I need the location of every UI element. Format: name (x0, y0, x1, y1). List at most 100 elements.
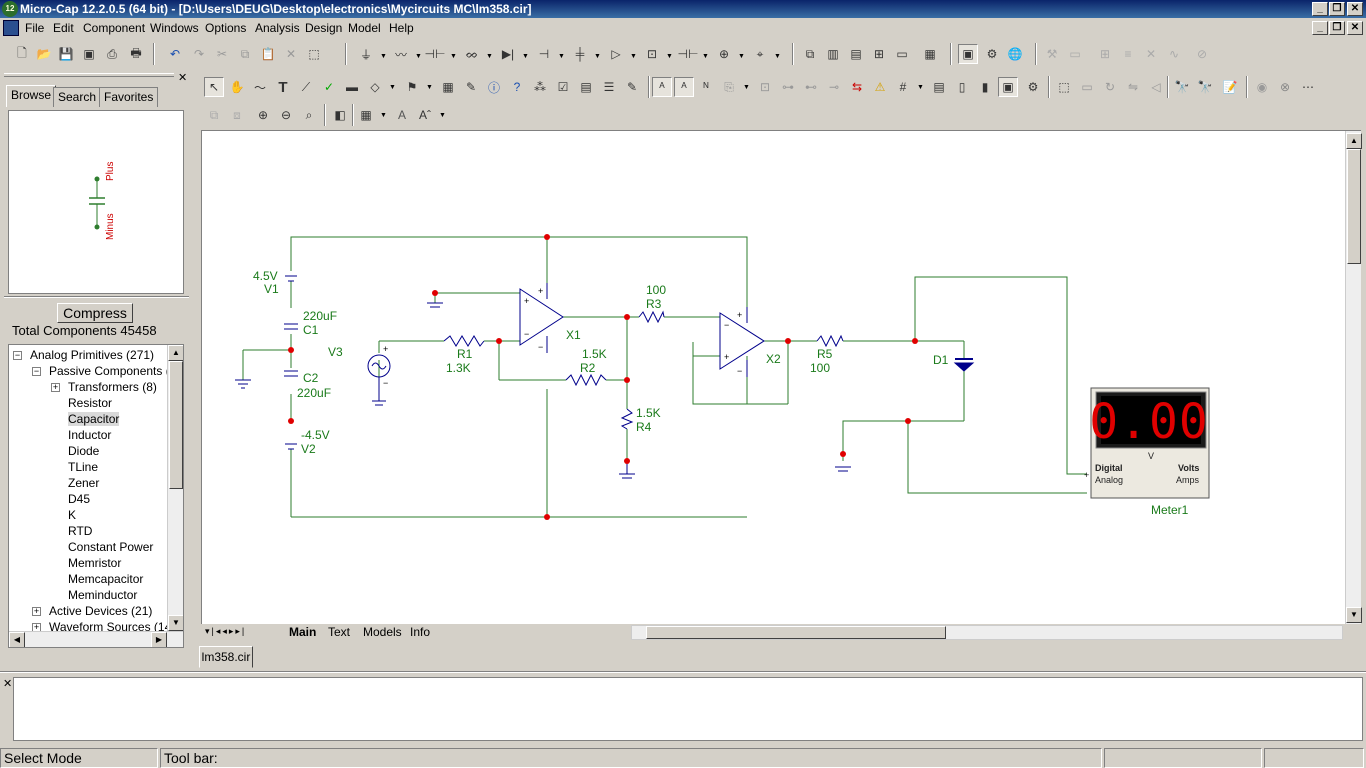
probe-icon[interactable]: ⌖ (756, 46, 764, 61)
tree-scroll-thumb[interactable] (169, 361, 183, 489)
arrange-icon[interactable]: ⊞ (873, 47, 885, 61)
group-icon[interactable]: ⁂ (534, 80, 546, 94)
link-icon[interactable]: ⊷ (805, 80, 817, 94)
tree-item[interactable]: RTD (68, 524, 93, 538)
page-c-icon[interactable]: ▣ (998, 77, 1018, 97)
font-icon[interactable]: A (397, 108, 406, 122)
digital-meter[interactable]: 0.00 V Digital Analog Volts Amps + (1084, 387, 1210, 499)
rotate-icon[interactable]: ↻ (1104, 80, 1116, 94)
tool-b-icon[interactable]: ▭ (1069, 47, 1081, 61)
pin-connect-icon[interactable]: ⇆ (851, 80, 863, 94)
tree-item[interactable]: Waveform Sources (14) (49, 620, 176, 634)
connect-icon[interactable]: ⊸ (828, 80, 840, 94)
save-all-icon[interactable]: ▣ (83, 47, 95, 61)
component-editor-icon[interactable]: ⚙ (1027, 80, 1039, 94)
tree-scroll-up-arrow[interactable]: ▲ (168, 345, 183, 361)
tree-item[interactable]: D45 (68, 492, 91, 506)
ground-icon[interactable]: ⏚ (359, 47, 372, 62)
flag-icon[interactable]: ⚑ (406, 80, 418, 94)
form-icon[interactable]: ▤ (580, 80, 592, 94)
app-icon[interactable]: 12 (2, 1, 18, 17)
scroll-up-arrow[interactable]: ▲ (1346, 133, 1362, 149)
scroll-down-arrow[interactable]: ▼ (1346, 607, 1362, 623)
tree-item[interactable]: Inductor (68, 428, 112, 442)
web-icon[interactable]: 🌐 (1007, 47, 1023, 61)
transistor-icon[interactable]: ⊣ (538, 47, 550, 61)
print-icon[interactable]: 🖶 (130, 45, 142, 60)
bom-icon[interactable]: ▤ (933, 80, 945, 94)
warning-icon[interactable]: ⚠ (874, 80, 886, 94)
tree-item[interactable]: Capacitor (68, 412, 120, 426)
tree-scroll-down-arrow[interactable]: ▼ (168, 615, 183, 631)
macro-icon[interactable]: ⊡ (646, 47, 658, 61)
output-pane[interactable] (13, 677, 1363, 741)
zoom-out-icon[interactable]: ⊖ (280, 108, 292, 122)
font-size-icon[interactable]: Aˆ (419, 108, 431, 122)
redo-icon[interactable]: ↷ (193, 47, 205, 61)
calculator-icon[interactable]: ▦ (924, 47, 936, 61)
minimize-button[interactable]: _ (1312, 2, 1328, 16)
stop-icon[interactable]: ⊗ (1279, 80, 1291, 94)
grid-table-icon[interactable]: ▦ (442, 80, 454, 94)
pen-icon[interactable]: ✎ (465, 80, 477, 94)
more-icon[interactable]: ⋯ (1302, 80, 1314, 94)
menu-analysis[interactable]: Analysis (255, 21, 300, 35)
layout-icon[interactable]: ▦ (360, 108, 372, 122)
menu-file[interactable]: File (25, 21, 45, 35)
tab-main[interactable]: Main (289, 625, 317, 639)
shapes-icon[interactable]: ◇ (370, 80, 380, 94)
close-button[interactable]: ✕ (1347, 2, 1363, 16)
opamp-icon[interactable]: ▷ (611, 47, 621, 61)
box-icon[interactable]: ⬚ (1058, 80, 1070, 94)
schematic-canvas[interactable]: 4.5V V1 220uF C1 V3 C2 220uF -4.5V V2 R1… (201, 130, 1362, 626)
flip-image-icon[interactable]: ◧ (334, 108, 346, 122)
mdi-close-button[interactable]: ✕ (1347, 21, 1363, 35)
mirror-icon[interactable]: ◁ (1151, 80, 1161, 94)
info-icon[interactable]: ⓘ (487, 80, 500, 95)
print-preview-icon[interactable]: ⎙ (107, 46, 117, 61)
checkbox-icon[interactable]: ☑ (557, 80, 569, 94)
line-icon[interactable]: ⟋ (301, 79, 311, 94)
edit-icon[interactable]: ✎ (626, 80, 638, 94)
new-icon[interactable]: 🗋 (17, 45, 27, 60)
resistor-icon[interactable]: 〰 (394, 47, 407, 62)
menu-model[interactable]: Model (348, 21, 381, 35)
close-output-icon[interactable]: ✕ (3, 678, 13, 690)
rect-icon[interactable]: ▭ (1081, 80, 1093, 94)
cut-icon[interactable]: ✂ (216, 47, 228, 61)
tree-expander-icon[interactable]: − (13, 350, 22, 360)
menu-help[interactable]: Help (389, 21, 414, 35)
copy-image-icon[interactable]: ⧉ (209, 107, 219, 122)
help-icon[interactable]: ? (513, 80, 521, 94)
source-icon[interactable]: ⊕ (718, 47, 730, 61)
tool-g-icon[interactable]: ⊘ (1196, 47, 1208, 61)
compress-button[interactable]: Compress (57, 303, 133, 323)
menu-edit[interactable]: Edit (53, 21, 74, 35)
restore-button[interactable]: ❐ (1329, 2, 1345, 16)
tree-item[interactable]: Zener (68, 476, 100, 490)
capacitor-icon[interactable]: ⊣⊢ (424, 47, 446, 61)
attribute-text-icon[interactable]: ᴬ (652, 77, 672, 97)
notes-icon[interactable]: 📝 (1222, 80, 1238, 94)
tree-item[interactable]: Diode (68, 444, 100, 458)
cascade-icon[interactable]: ⧉ (805, 46, 815, 61)
tree-item[interactable]: TLine (68, 460, 99, 474)
tree-expander-icon[interactable]: + (32, 606, 41, 616)
page-icon[interactable]: ▯ (958, 80, 966, 94)
tree-expander-icon[interactable]: + (51, 382, 60, 392)
page-b-icon[interactable]: ▮ (981, 80, 989, 94)
check-icon[interactable]: ✓ (323, 80, 335, 94)
save-icon[interactable]: 💾 (58, 47, 74, 61)
diode-icon[interactable]: ▶| (501, 47, 515, 61)
tree-item[interactable]: Active Devices (21) (49, 604, 153, 618)
find-next-icon[interactable]: 🔭 (1197, 80, 1213, 94)
tool-e-icon[interactable]: ✕ (1145, 47, 1157, 61)
vertical-scrollbar[interactable]: ▲ ▼ (1345, 131, 1362, 625)
select-mode-icon[interactable]: ↖ (204, 77, 224, 97)
pin-icon[interactable]: ⎘ (724, 79, 734, 94)
undo-icon[interactable]: ↶ (169, 47, 181, 61)
back-icon[interactable]: ◉ (1256, 80, 1268, 94)
document-icon[interactable] (3, 20, 19, 36)
tree-item[interactable]: Meminductor (68, 588, 138, 602)
h-scroll-thumb[interactable] (646, 626, 946, 639)
